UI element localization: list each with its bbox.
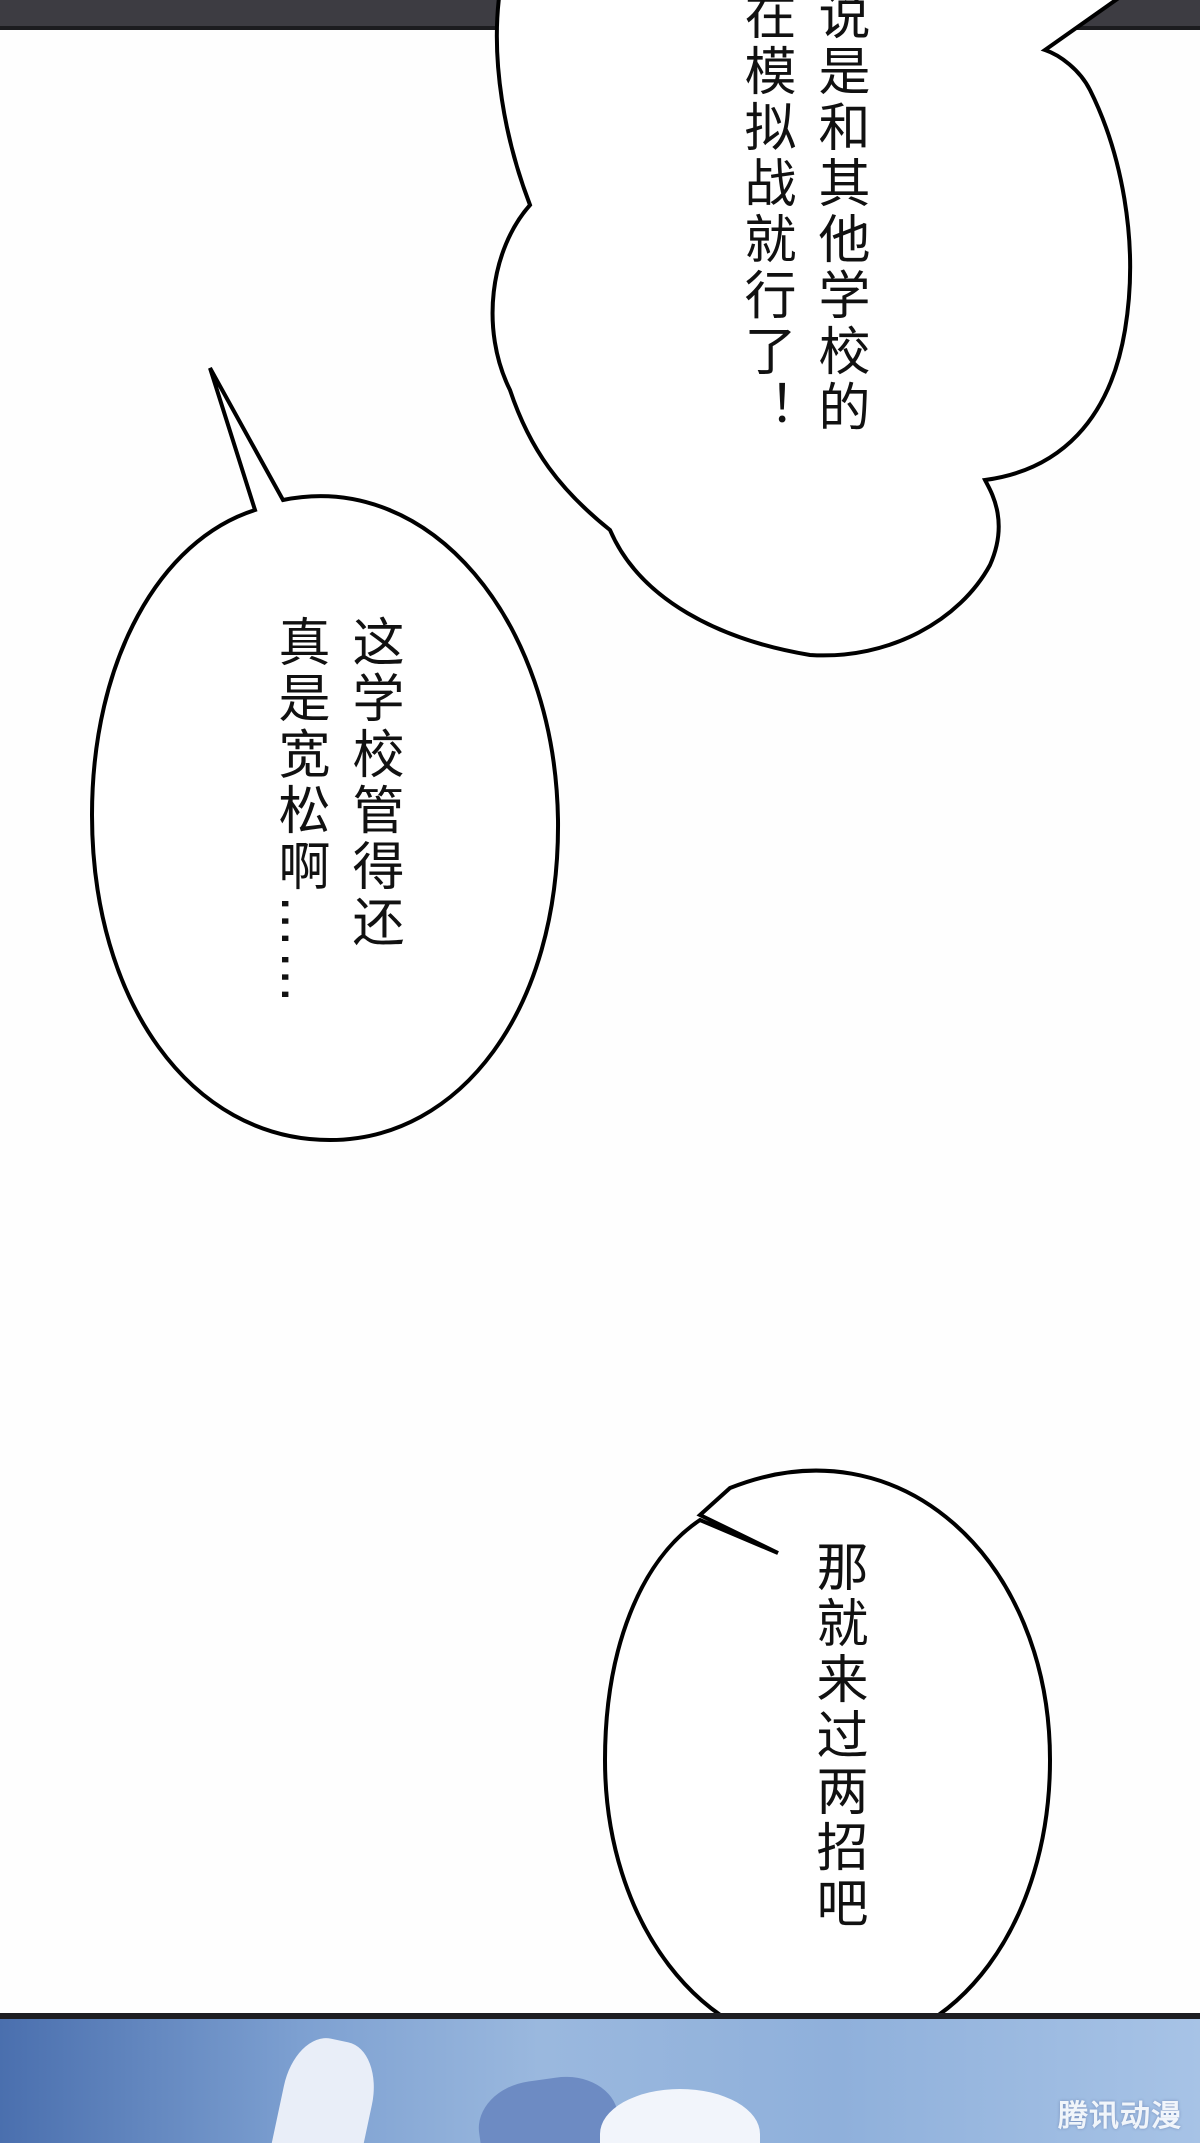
watermark-logo: 腾讯动漫 bbox=[1058, 2099, 1182, 2134]
speech-bubble-top-right bbox=[490, 0, 1133, 658]
bubble-text-bottom-right: 那就来过两招吧 bbox=[807, 1540, 867, 1932]
scene-shape bbox=[266, 2031, 384, 2143]
scene-shape bbox=[600, 2089, 760, 2143]
next-panel-scene: 腾讯动漫 bbox=[0, 2013, 1200, 2143]
bubble-text-middle-left: 这学校管得还 真是宽松啊…… bbox=[269, 615, 403, 1007]
speech-bubble-middle-left bbox=[89, 367, 561, 1143]
bubble-text-top-right: 说是和其他学校的 在模拟战就行了！ bbox=[735, 0, 869, 436]
